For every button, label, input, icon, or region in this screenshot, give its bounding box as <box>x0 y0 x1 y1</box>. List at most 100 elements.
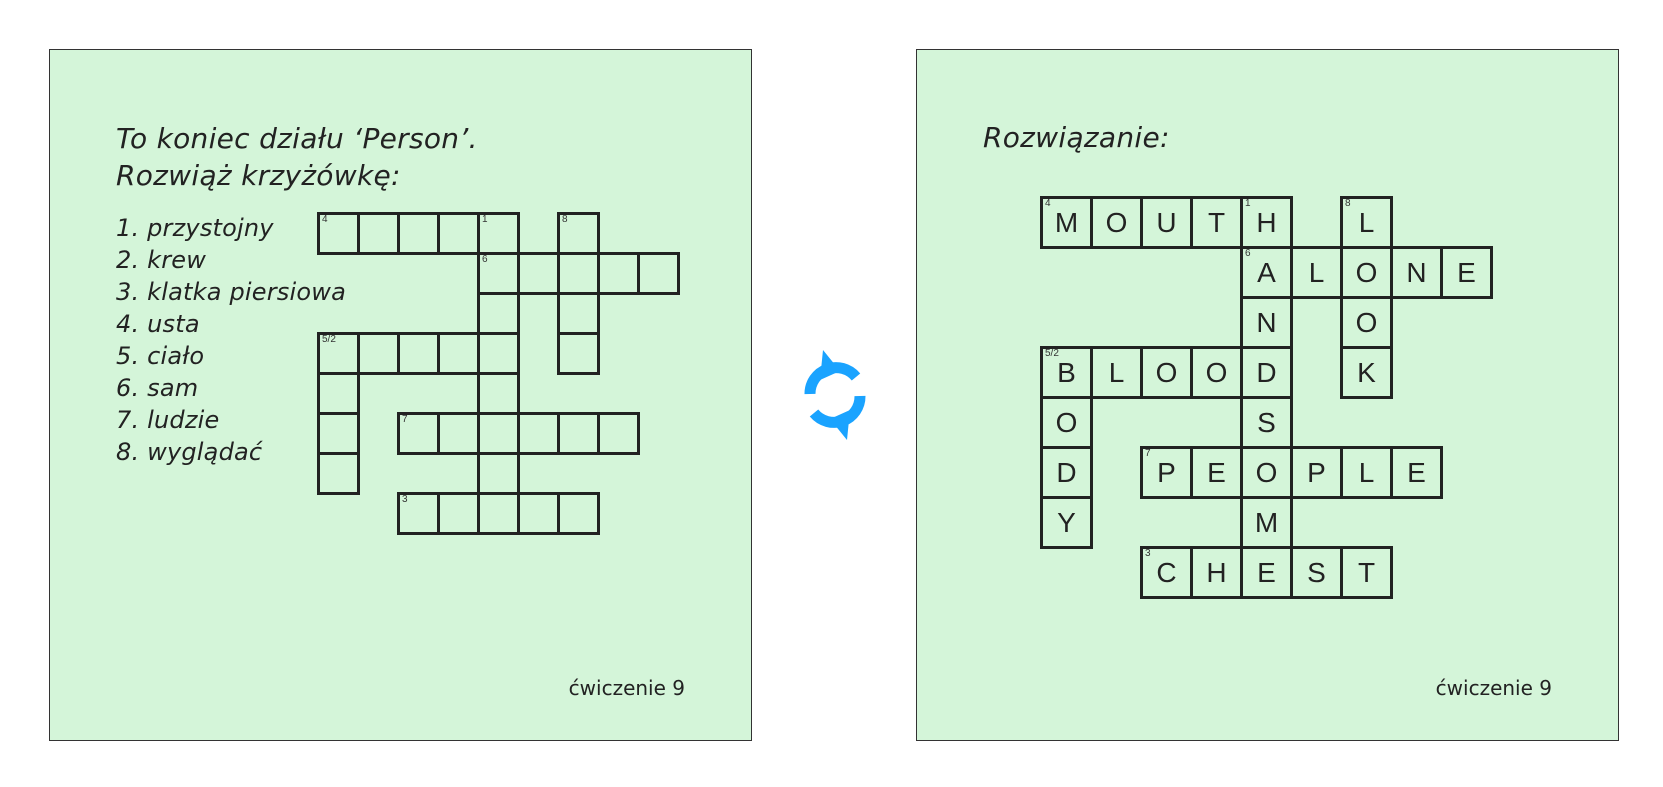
refresh-icon[interactable] <box>790 340 880 450</box>
crossword-cell: O <box>1340 296 1393 349</box>
crossword-cell <box>437 212 480 255</box>
answer-letter: L <box>1358 456 1375 488</box>
answer-letter: S <box>1257 406 1276 438</box>
crossword-cell: M <box>1240 496 1293 549</box>
answer-letter: O <box>1255 456 1278 488</box>
clue-item: 3. klatka piersiowa <box>116 278 346 306</box>
crossword-cell <box>557 412 600 455</box>
exercise-label: ćwiczenie 9 <box>1435 676 1552 700</box>
crossword-cell <box>477 452 520 495</box>
crossword-cell <box>637 252 680 295</box>
crossword-cell <box>357 332 400 375</box>
clue-number: 6 <box>482 254 488 265</box>
answer-letter: K <box>1357 356 1376 388</box>
crossword-cell: T <box>1340 546 1393 599</box>
crossword-cell: L <box>1290 246 1343 299</box>
crossword-cell <box>477 492 520 535</box>
clue-number: 3 <box>1145 548 1151 559</box>
answer-letter: E <box>1207 456 1226 488</box>
crossword-cell <box>317 412 360 455</box>
clue-item: 7. ludzie <box>116 406 220 434</box>
clue-number: 3 <box>402 494 408 505</box>
crossword-cell: O <box>1340 246 1393 299</box>
crossword-cell: 7 <box>397 412 440 455</box>
answer-letter: O <box>1355 306 1378 338</box>
crossword-cell <box>517 252 560 295</box>
clue-item: 5. ciało <box>116 342 205 370</box>
crossword-cell: K <box>1340 346 1393 399</box>
crossword-cell <box>397 212 440 255</box>
clue-item: 2. krew <box>116 246 207 274</box>
answer-letter: S <box>1307 556 1326 588</box>
crossword-cell <box>397 332 440 375</box>
clue-number: 5/2 <box>1045 348 1059 359</box>
answer-letter: Y <box>1057 506 1076 538</box>
clue-item: 6. sam <box>116 374 199 402</box>
title-line-1: To koniec działu ‘Person’. <box>116 122 478 155</box>
crossword-cell <box>317 372 360 415</box>
answer-letter: E <box>1407 456 1426 488</box>
crossword-cell: Y <box>1040 496 1093 549</box>
crossword-cell <box>437 412 480 455</box>
clue-item: 8. wyglądać <box>116 438 263 466</box>
crossword-cell <box>477 372 520 415</box>
crossword-cell <box>437 492 480 535</box>
crossword-cell <box>477 412 520 455</box>
clue-number: 7 <box>402 414 408 425</box>
clue-number: 4 <box>322 214 328 225</box>
crossword-cell: 4 <box>317 212 360 255</box>
crossword-cell: S <box>1290 546 1343 599</box>
answer-letter: P <box>1157 456 1176 488</box>
clue-number: 8 <box>1345 198 1351 209</box>
answer-letter: O <box>1355 256 1378 288</box>
crossword-cell: T <box>1190 196 1243 249</box>
crossword-cell <box>597 252 640 295</box>
crossword-cell <box>357 212 400 255</box>
answer-letter: E <box>1457 256 1476 288</box>
crossword-cell: E <box>1440 246 1493 299</box>
answer-letter: L <box>1358 206 1375 238</box>
crossword-cell: U <box>1140 196 1193 249</box>
solution-title: Rozwiązanie: <box>983 121 1170 154</box>
crossword-cell: O <box>1040 396 1093 449</box>
crossword-cell <box>557 292 600 335</box>
crossword-cell: H <box>1190 546 1243 599</box>
answer-letter: M <box>1054 206 1079 238</box>
answer-letter: E <box>1257 556 1276 588</box>
exercise-title: To koniec działu ‘Person’. Rozwiąż krzyż… <box>116 120 478 194</box>
clue-list: 1. przystojny 2. krew 3. klatka piersiow… <box>116 212 346 468</box>
crossword-cell: L <box>1340 446 1393 499</box>
crossword-cell: L <box>1090 346 1143 399</box>
crossword-cell <box>517 492 560 535</box>
clue-number: 1 <box>482 214 488 225</box>
answer-letter: L <box>1308 256 1325 288</box>
crossword-cell: E <box>1240 546 1293 599</box>
clue-number: 8 <box>562 214 568 225</box>
crossword-cell <box>557 332 600 375</box>
crossword-cell <box>317 452 360 495</box>
answer-letter: B <box>1057 356 1076 388</box>
answer-letter: H <box>1256 206 1277 238</box>
answer-letter: O <box>1205 356 1228 388</box>
answer-letter: D <box>1056 456 1077 488</box>
answer-letter: O <box>1055 406 1078 438</box>
answer-letter: T <box>1357 556 1376 588</box>
exercise-label: ćwiczenie 9 <box>568 676 685 700</box>
crossword-cell: O <box>1090 196 1143 249</box>
crossword-cell <box>597 412 640 455</box>
crossword-cell: 6 <box>477 252 520 295</box>
crossword-cell <box>557 252 600 295</box>
crossword-cell <box>477 292 520 335</box>
answer-letter: N <box>1406 256 1427 288</box>
clue-number: 1 <box>1245 198 1251 209</box>
answer-letter: C <box>1156 556 1177 588</box>
answer-letter: D <box>1256 356 1277 388</box>
answer-letter: A <box>1257 256 1276 288</box>
crossword-cell <box>557 492 600 535</box>
crossword-cell <box>477 332 520 375</box>
crossword-card: To koniec działu ‘Person’. Rozwiąż krzyż… <box>49 49 752 741</box>
